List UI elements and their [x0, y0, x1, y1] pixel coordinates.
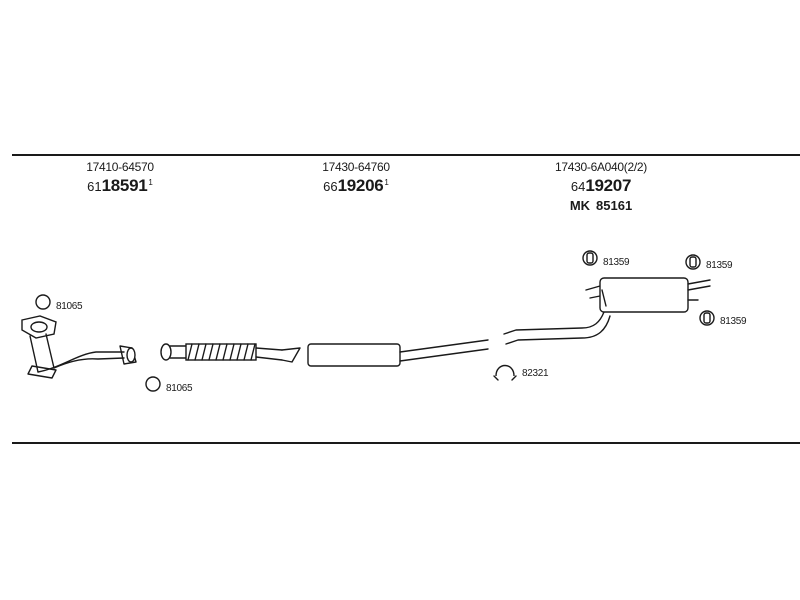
- oem-reference: 17410-64570: [86, 160, 154, 174]
- gasket-icon[interactable]: [35, 294, 51, 310]
- middle-silencer-header: 17430-64760 66192061: [296, 160, 416, 196]
- rear-silencer[interactable]: [503, 277, 711, 345]
- rear-silencer-header: 17430-6A040(2/2) 6419207 MK 85161: [536, 160, 666, 213]
- mounting-kit[interactable]: MK 85161: [536, 198, 666, 213]
- front-pipe[interactable]: [21, 315, 137, 379]
- callout-label: 81359: [706, 260, 733, 271]
- part-suffix: 1: [148, 178, 153, 187]
- kit-number: 85161: [596, 198, 633, 213]
- bottom-divider: [12, 442, 800, 444]
- rubber-mount-icon[interactable]: [699, 310, 715, 326]
- rubber-mount-icon[interactable]: [685, 254, 701, 270]
- clamp-icon[interactable]: [493, 364, 517, 381]
- top-divider: [12, 154, 800, 156]
- part-main-number: 19206: [337, 176, 384, 195]
- gasket-icon[interactable]: [145, 376, 161, 392]
- rubber-mount-icon[interactable]: [582, 250, 598, 266]
- callout-label: 81359: [720, 316, 747, 327]
- part-prefix: 61: [87, 179, 102, 194]
- front-pipe-header: 17410-64570 61185911: [60, 160, 180, 196]
- part-number[interactable]: 61185911: [60, 176, 180, 196]
- part-main-number: 18591: [101, 176, 148, 195]
- callout-label: 81065: [56, 301, 83, 312]
- middle-silencer[interactable]: [160, 339, 489, 367]
- part-suffix: 1: [384, 178, 389, 187]
- kit-prefix: MK: [569, 198, 591, 213]
- oem-reference: 17430-6A040(2/2): [555, 160, 647, 174]
- callout-label: 81065: [166, 383, 193, 394]
- part-prefix: 64: [570, 179, 586, 194]
- part-main-number: 19207: [585, 176, 632, 195]
- oem-reference: 17430-64760: [322, 160, 390, 174]
- callout-label: 82321: [522, 368, 549, 379]
- callout-label: 81359: [603, 257, 630, 268]
- part-number[interactable]: 66192061: [296, 176, 416, 196]
- part-prefix: 66: [323, 179, 338, 194]
- part-number[interactable]: 6419207: [536, 176, 666, 196]
